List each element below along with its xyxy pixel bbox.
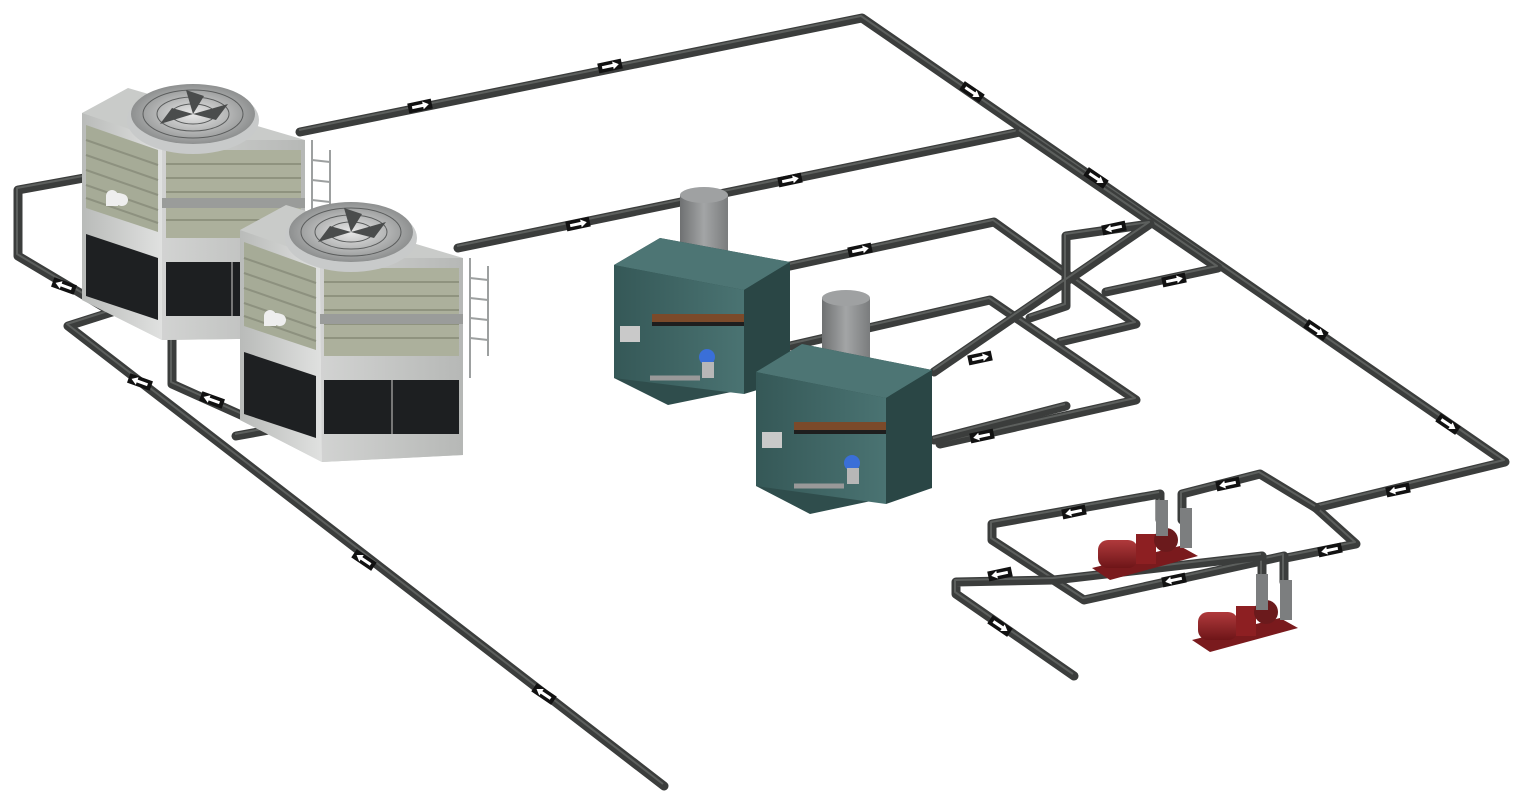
flow-arrow-icon [199, 391, 225, 409]
cooling-tower-2[interactable] [240, 202, 489, 462]
flow-arrow-icon [1161, 572, 1187, 588]
valve-icon [699, 349, 715, 365]
pipe-highlight [932, 221, 1150, 371]
flow-arrow-icon [407, 98, 433, 114]
pipe-highlight [932, 403, 1066, 439]
pipe-highlight [788, 297, 1136, 443]
pipe-highlight [456, 129, 1020, 247]
boiler-2[interactable] [756, 290, 932, 514]
pipe-segment [1015, 127, 1223, 297]
flow-arrow-icon [1385, 482, 1411, 498]
boiler-1[interactable] [614, 187, 790, 405]
pump-1[interactable] [1092, 500, 1198, 580]
flow-arrow-icon [959, 81, 985, 103]
flow-arrow-icon [987, 566, 1013, 582]
flow-arrows [51, 58, 1461, 705]
flow-arrow-icon [777, 172, 803, 188]
flow-arrow-icon [597, 58, 623, 74]
flow-arrow-icon [1083, 167, 1109, 189]
pipe-highlight [298, 15, 1505, 507]
flow-arrow-icon [1435, 413, 1461, 435]
valve-icon [844, 455, 860, 471]
flow-arrow-icon [1215, 476, 1241, 492]
pump-2[interactable] [1192, 574, 1298, 652]
flow-arrow-icon [531, 683, 557, 705]
flow-arrow-icon [1161, 272, 1187, 288]
flow-arrow-icon [1061, 504, 1087, 520]
flow-arrow-icon [969, 428, 995, 444]
flow-arrow-icon [1101, 220, 1127, 236]
flow-arrow-icon [967, 350, 993, 366]
flow-arrow-icon [51, 277, 77, 295]
flow-arrow-icon [1317, 542, 1343, 558]
pipe-segment [453, 127, 1025, 253]
pipe-highlight [66, 309, 664, 785]
pipe-highlight [1284, 505, 1356, 557]
pipe-segment [785, 295, 1141, 449]
flow-arrow-icon [847, 242, 873, 258]
pipe-highlight [990, 491, 1284, 599]
flow-arrow-icon [127, 373, 153, 391]
pipe-segment [929, 219, 1155, 377]
pipe-segment [1177, 469, 1321, 525]
flow-arrow-icon [1303, 319, 1329, 341]
flow-arrow-icon [565, 216, 591, 232]
pipe-segment [929, 401, 1071, 445]
flow-arrow-icon [351, 549, 377, 571]
flow-arrow-icon [987, 615, 1013, 637]
